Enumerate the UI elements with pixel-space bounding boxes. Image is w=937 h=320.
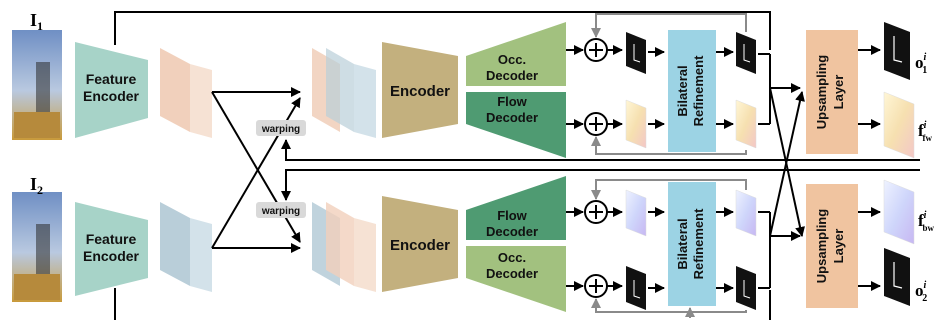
plus-circle-1 (584, 38, 608, 62)
bilateral-refinement-top (668, 30, 716, 152)
upsampling-bottom-label-2: Layer (831, 229, 846, 264)
input-label-2: I2 (30, 174, 43, 197)
plus-circle-3 (584, 200, 608, 224)
flow-decoder-bottom-label-2: Decoder (486, 224, 538, 239)
occ-decoder-bottom (466, 246, 566, 312)
gray-feedback-bottom (591, 179, 747, 318)
feature-encoder-top-label-1: Feature (86, 71, 137, 87)
input-label-1: I1 (30, 10, 43, 33)
upsampling-layer-bottom (806, 184, 858, 308)
occ-map-refined-bottom (736, 266, 756, 310)
occ-decoder-top (466, 22, 566, 86)
encoder-bottom (382, 196, 458, 292)
output-occ-map-1 (884, 22, 910, 80)
crossing-lines-to-upsampling (758, 53, 805, 289)
occ-map-refined-top (736, 32, 756, 74)
plus-circle-4 (584, 274, 608, 298)
upsampling-top-label-2: Layer (831, 75, 846, 110)
occ-decoder-bottom-label-2: Decoder (486, 266, 538, 281)
plus-row (566, 45, 584, 291)
flow-map-pre-top (625, 99, 647, 149)
bilateral-top-label-1: Bilateral (675, 65, 690, 116)
occ-map-pre-bottom (626, 266, 646, 310)
upsampling-top-label-1: Upsampling (814, 55, 829, 129)
top-skip-line (114, 11, 771, 50)
encoder-top-label: Encoder (390, 83, 450, 100)
stacked-features-bottom (312, 202, 376, 292)
svg-text:warping: warping (261, 206, 300, 217)
feature-encoder-bottom-label-2: Encoder (83, 248, 140, 264)
gray-feedback-top (591, 13, 747, 155)
flow-map-refined-bottom (735, 189, 757, 237)
output-flow-fw (883, 91, 915, 159)
flow-decoder-top-label-2: Decoder (486, 110, 538, 125)
flow-decoder-top-label-1: Flow (497, 94, 527, 109)
stacked-features-top (312, 48, 376, 138)
feedback-fw-to-warping (281, 139, 920, 161)
occ-decoder-top-label-2: Decoder (486, 68, 538, 83)
feat1-to-stack2 (211, 91, 301, 243)
bilateral-bottom-label-2: Refinement (691, 208, 706, 279)
output-flow-bw (883, 179, 915, 245)
encoder-top (382, 42, 458, 138)
feature-encoder-bottom-label-1: Feature (86, 231, 137, 247)
occ-decoder-top-label-1: Occ. (498, 52, 526, 67)
encoder-bottom-label: Encoder (390, 237, 450, 254)
feature-map-bottom (160, 202, 212, 292)
feature-encoder-top (75, 42, 148, 138)
upsampling-bottom-label-1: Upsampling (814, 209, 829, 283)
input-image-1 (12, 30, 62, 140)
flow-decoder-top (466, 92, 566, 158)
occ-decoder-bottom-label-1: Occ. (498, 250, 526, 265)
input-image-2 (12, 192, 62, 302)
flow-map-pre-bottom (625, 189, 647, 237)
flow-map-refined-top (735, 99, 757, 149)
occ-map-pre-top (626, 32, 646, 74)
bilateral-bottom-label-1: Bilateral (675, 218, 690, 269)
bilateral-top-label-2: Refinement (691, 55, 706, 126)
bilateral-refinement-bottom (668, 182, 716, 306)
svg-text:warping: warping (261, 124, 300, 135)
plus-circle-2 (584, 112, 608, 136)
feedback-bw-to-warping (281, 169, 920, 201)
upsampling-layer-top (806, 30, 858, 154)
warping-box-bottom: warping (256, 202, 306, 218)
flow-decoder-bottom (466, 176, 566, 240)
flow-decoder-bottom-label-1: Flow (497, 208, 527, 223)
feature-encoder-bottom (75, 202, 148, 296)
feature-map-top (160, 48, 212, 138)
output-occ-map-2 (884, 248, 910, 306)
warping-box-top: warping (256, 120, 306, 136)
feature-encoder-top-label-2: Encoder (83, 88, 140, 104)
